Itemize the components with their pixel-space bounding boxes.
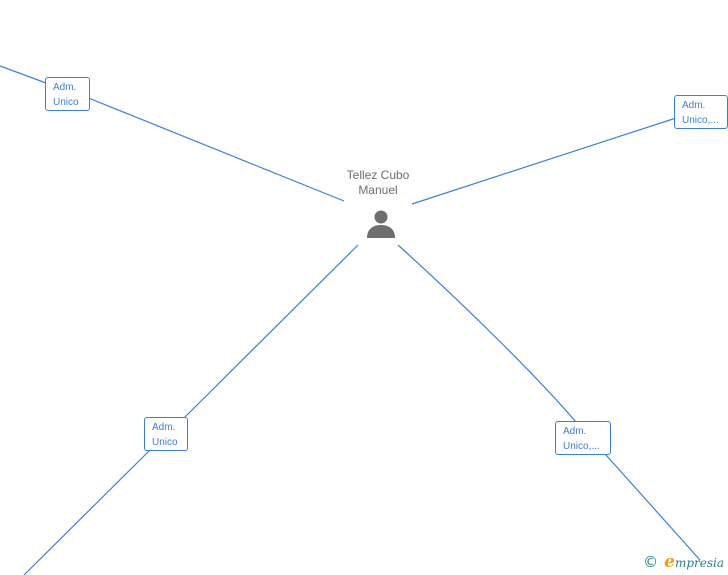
edge-bottom-right [397, 244, 701, 561]
relation-role-line2: Unico,... [682, 115, 719, 126]
relation-node-bottom-right[interactable]: Adm. Unico,... [555, 421, 611, 455]
person-name-line1: Tellez Cubo [346, 168, 410, 182]
relation-role-line1: Adm. [53, 82, 77, 93]
edge-bottom-left [23, 244, 359, 575]
relation-node-top-right[interactable]: Adm. Unico,... [674, 95, 728, 129]
relation-role-line2: Unico,... [563, 441, 600, 452]
relation-role-line2: Unico [53, 97, 79, 108]
relation-role-line1: Adm. [563, 426, 587, 437]
relation-role-line2: Unico [152, 437, 178, 448]
person-icon[interactable] [365, 208, 397, 240]
footer-branding: © empresia [643, 552, 724, 572]
relation-role-line1: Adm. [682, 100, 706, 111]
brand-initial: e [664, 551, 675, 572]
relation-node-bottom-left[interactable]: Adm. Unico [144, 417, 188, 451]
person-name-line2: Manuel [358, 183, 398, 197]
brand-rest: mpresia [674, 555, 724, 570]
relation-role-line1: Adm. [152, 422, 176, 433]
empresia-logo[interactable]: empresia [664, 552, 724, 573]
relation-node-top-left[interactable]: Adm. Unico [45, 77, 90, 111]
person-name[interactable]: Tellez Cubo Manuel [318, 168, 438, 198]
copyright-icon: © [643, 553, 659, 571]
